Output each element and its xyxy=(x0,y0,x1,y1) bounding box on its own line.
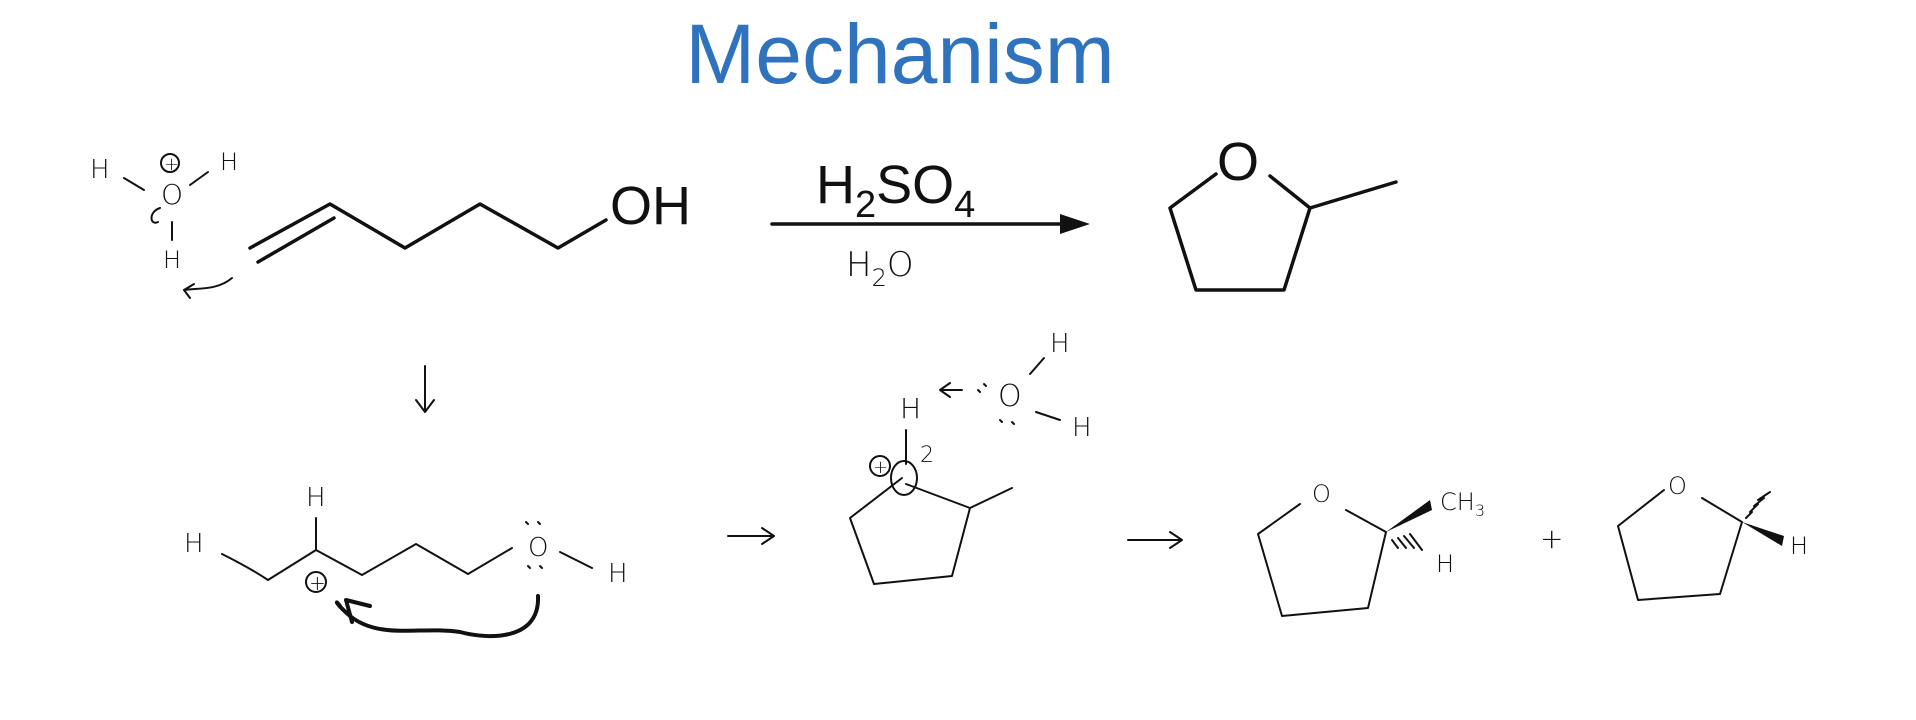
product1-wedge xyxy=(1386,500,1432,532)
oxonium-water-h1: H xyxy=(1050,329,1070,359)
hydronium-h-left: H xyxy=(90,155,110,185)
oxonium-subscript: 2 xyxy=(920,443,934,468)
product2-oxygen: O xyxy=(1668,472,1687,500)
product-oxygen-label: O xyxy=(1217,132,1259,192)
hydronium-ion: H H O H + xyxy=(90,148,238,299)
step-arrow-down xyxy=(415,365,435,413)
carbocation-h-right: H xyxy=(608,559,628,589)
reactant-oh-label: OH xyxy=(610,176,691,236)
hydronium-charge-circle xyxy=(160,153,180,173)
product-enantiomer-1: O CH3 H xyxy=(1257,480,1485,617)
oxonium-charge-circle xyxy=(869,455,891,477)
reagent-arrowhead xyxy=(1060,214,1090,234)
hydronium-charge: + xyxy=(164,154,179,175)
product1-h: H xyxy=(1436,550,1454,578)
step-arrow-1 xyxy=(727,527,775,545)
oxonium-water-oxygen: O xyxy=(998,379,1022,414)
hydronium-h-right: H xyxy=(220,148,238,176)
oxonium-charge: + xyxy=(873,457,888,478)
carbocation-charge: + xyxy=(309,571,326,595)
product1-oxygen: O xyxy=(1312,480,1331,508)
product2-wedge xyxy=(1742,522,1784,546)
product-enantiomer-2: O H xyxy=(1617,472,1808,601)
hydronium-oxygen: O xyxy=(161,178,183,211)
step-arrow-2 xyxy=(1127,531,1183,549)
product2-h: H xyxy=(1790,532,1808,560)
plus-sign: + xyxy=(1540,522,1563,555)
reagent-h2so4: H2SO4 xyxy=(816,155,975,226)
reagent-arrow: H2SO4 H2O xyxy=(770,155,1090,292)
oxonium-oxygen-circle xyxy=(890,460,918,496)
oxonium-h-top: H xyxy=(900,392,921,425)
oxonium-water-h2: H xyxy=(1072,413,1092,443)
carbocation-h-top: H xyxy=(306,483,326,513)
product1-ch3: CH3 xyxy=(1440,488,1485,520)
hydronium-h-bottom: H xyxy=(163,246,181,274)
carbocation-intermediate: H H + O H xyxy=(184,483,628,638)
reactant-pentenol: OH xyxy=(248,176,691,264)
carbocation-oxygen: O xyxy=(528,533,548,563)
page-title: Mechanism xyxy=(685,7,1115,101)
carbocation-h-left: H xyxy=(184,529,204,559)
oxonium-intermediate: H + 2 O H H xyxy=(849,329,1092,585)
reagent-h2o: H2O xyxy=(846,245,914,292)
product-methyl-thf: O xyxy=(1168,132,1398,292)
carbocation-charge-circle xyxy=(305,571,327,593)
